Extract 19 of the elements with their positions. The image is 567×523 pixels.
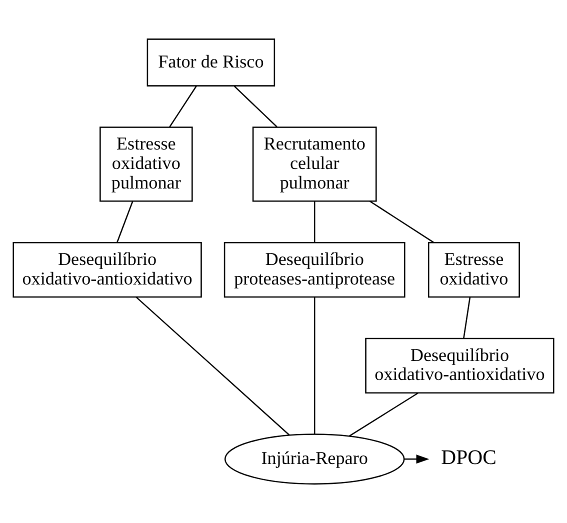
connector bbox=[136, 296, 290, 436]
connector bbox=[370, 200, 434, 244]
node-ellipse: Injúria-Reparo bbox=[224, 434, 405, 485]
node-box: Fator de Risco bbox=[146, 38, 276, 86]
connector bbox=[314, 202, 316, 242]
connector bbox=[463, 296, 471, 338]
connector bbox=[116, 201, 134, 243]
node-box: Estresse oxidativo pulmonar bbox=[100, 126, 193, 202]
arrow bbox=[404, 454, 430, 464]
node-text: DPOC bbox=[441, 447, 496, 470]
connector bbox=[314, 297, 316, 434]
node-box: Desequilíbrio oxidativo-antioxidativo bbox=[12, 242, 202, 298]
node-box: Desequilíbrio proteases-antiprotease bbox=[224, 242, 406, 298]
connector bbox=[234, 86, 278, 128]
connector bbox=[169, 86, 197, 128]
node-box: Recrutamento celular pulmonar bbox=[252, 126, 377, 202]
connector bbox=[348, 392, 418, 437]
node-box: Estresse oxidativo bbox=[428, 242, 520, 298]
node-box: Desequilíbrio oxidativo-antioxidativo bbox=[365, 338, 554, 394]
